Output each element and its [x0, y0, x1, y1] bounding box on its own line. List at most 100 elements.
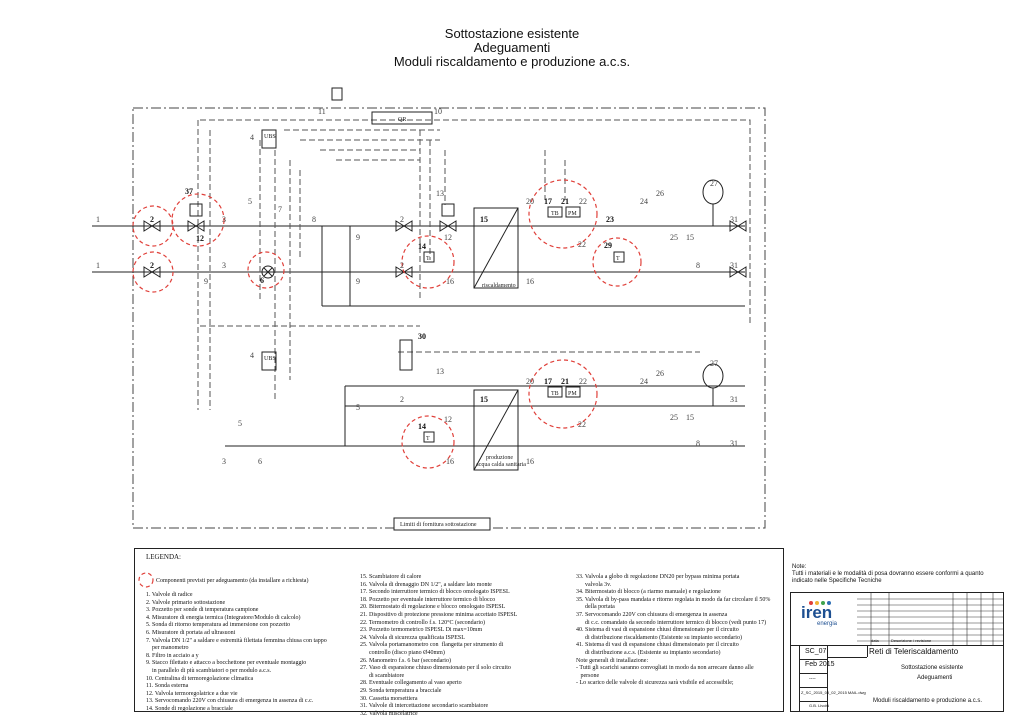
svg-text:2: 2: [150, 215, 154, 224]
svg-text:29: 29: [604, 241, 612, 250]
svg-text:21: 21: [561, 377, 569, 386]
actuator-37: [189, 203, 203, 217]
notes-heading: Note:: [792, 564, 807, 570]
svg-text:27: 27: [710, 359, 718, 368]
thermostat-tb-bottom: [547, 386, 563, 398]
qr-label: QR: [398, 117, 406, 123]
svg-text:UBS: UBS: [264, 134, 276, 140]
legend-red-note: Componenti previsti per adeguamento (da …: [156, 578, 309, 584]
svg-text:17: 17: [544, 377, 552, 386]
svg-text:20: 20: [526, 197, 534, 206]
svg-text:12: 12: [196, 234, 204, 243]
svg-text:9: 9: [356, 233, 360, 242]
title-line-1: Sottostazione esistente: [444, 26, 580, 41]
valve-2-supply: [143, 220, 161, 232]
revision-table: [857, 593, 1003, 645]
notes-text: Tutti i materiali e le modalità di posa …: [792, 571, 984, 584]
svg-text:26: 26: [656, 369, 664, 378]
svg-text:26: 26: [656, 189, 664, 198]
svg-text:12: 12: [444, 233, 452, 242]
svg-text:24: 24: [640, 377, 648, 386]
svg-text:21: 21: [561, 197, 569, 206]
legend-red-sample: [138, 572, 154, 588]
svg-text:31: 31: [730, 395, 738, 404]
svg-text:TB: TB: [551, 211, 559, 217]
new-component-valve-2-return: [132, 251, 174, 293]
label-riscaldamento: riscaldamento: [482, 283, 516, 289]
legend-box: [134, 548, 784, 712]
svg-text:8: 8: [312, 215, 316, 224]
sensor-t-29: [613, 251, 625, 263]
svg-text:2: 2: [400, 395, 404, 404]
svg-text:31: 31: [730, 261, 738, 270]
svg-text:T: T: [426, 256, 430, 262]
flow-meter-6: [261, 265, 275, 279]
drawing-code: SC_07: [805, 648, 827, 655]
svg-text:22: 22: [579, 377, 587, 386]
svg-text:3: 3: [222, 457, 226, 466]
svg-text:13: 13: [436, 367, 444, 376]
svg-text:24: 24: [640, 197, 648, 206]
new-component-6: [247, 251, 285, 289]
supply-limits-label: Limiti di fornitura sottostazione: [400, 521, 477, 528]
title-line-2: Adeguamenti: [473, 40, 551, 55]
outdoor-sensor: [331, 87, 343, 101]
svg-text:22: 22: [578, 420, 586, 429]
svg-text:16: 16: [526, 277, 534, 286]
svg-text:9: 9: [204, 277, 208, 286]
svg-text:6: 6: [258, 457, 262, 466]
svg-text:10: 10: [434, 107, 442, 116]
subtitle-3: Moduli riscaldamento e produzione a.c.s.: [873, 698, 983, 704]
terminal-box-30: [399, 339, 413, 371]
svg-text:25: 25: [670, 413, 678, 422]
drawing-file: Z_SC_2015_03_02_2015 MAIL.dwg: [801, 690, 866, 695]
svg-text:TB: TB: [551, 391, 559, 397]
svg-text:3: 3: [222, 261, 226, 270]
svg-text:20: 20: [526, 377, 534, 386]
svg-text:8: 8: [696, 261, 700, 270]
svg-text:2: 2: [400, 215, 404, 224]
svg-text:30: 30: [418, 332, 426, 341]
label-acqua: acqua calda sanitaria: [476, 462, 526, 468]
svg-text:15: 15: [686, 413, 694, 422]
svg-text:23: 23: [606, 215, 614, 224]
energy-meter-bottom: [261, 351, 277, 371]
svg-text:1: 1: [96, 215, 100, 224]
svg-text:5: 5: [356, 403, 360, 412]
drawing-author: G.B. Livolsi: [809, 703, 830, 708]
svg-text:16: 16: [446, 457, 454, 466]
valve-2-return: [143, 266, 161, 278]
svg-text:31: 31: [730, 215, 738, 224]
new-component-37: [171, 193, 225, 247]
new-component-14-bottom: [401, 415, 455, 469]
label-produzione: produzione: [486, 455, 513, 461]
svg-text:14: 14: [418, 242, 426, 251]
new-component-valve-2-supply: [132, 205, 174, 247]
pressure-pm-bottom: [565, 386, 581, 398]
svg-text:22: 22: [578, 240, 586, 249]
new-component-14-top: [401, 235, 455, 289]
thermostat-tb-top: [547, 206, 563, 218]
svg-text:2: 2: [150, 261, 154, 270]
legend-title: LEGENDA:: [146, 553, 181, 561]
title-block: iren energia data Descrizione / revision…: [790, 592, 1004, 712]
new-component-17-21: [528, 179, 598, 249]
drawing-date: Feb 2015: [805, 661, 835, 668]
svg-text:22: 22: [579, 197, 587, 206]
new-component-29: [592, 237, 642, 287]
iren-logo: iren energia: [801, 601, 838, 627]
control-valve-12: [187, 220, 205, 232]
svg-text:31: 31: [730, 439, 738, 448]
svg-text:9: 9: [356, 277, 360, 286]
energy-meter-top: [261, 129, 277, 149]
legend-column-3: 33. Valvola a globo di regolazione DN20 …: [576, 574, 771, 687]
svg-text:T: T: [426, 436, 430, 442]
svg-text:5: 5: [238, 419, 242, 428]
heat-exchanger-bottom: [473, 389, 519, 471]
svg-text:PM: PM: [568, 391, 577, 397]
subtitle-1: Sottostazione esistente: [901, 665, 964, 671]
svg-text:UBS: UBS: [264, 356, 276, 362]
svg-text:PM: PM: [568, 211, 577, 217]
